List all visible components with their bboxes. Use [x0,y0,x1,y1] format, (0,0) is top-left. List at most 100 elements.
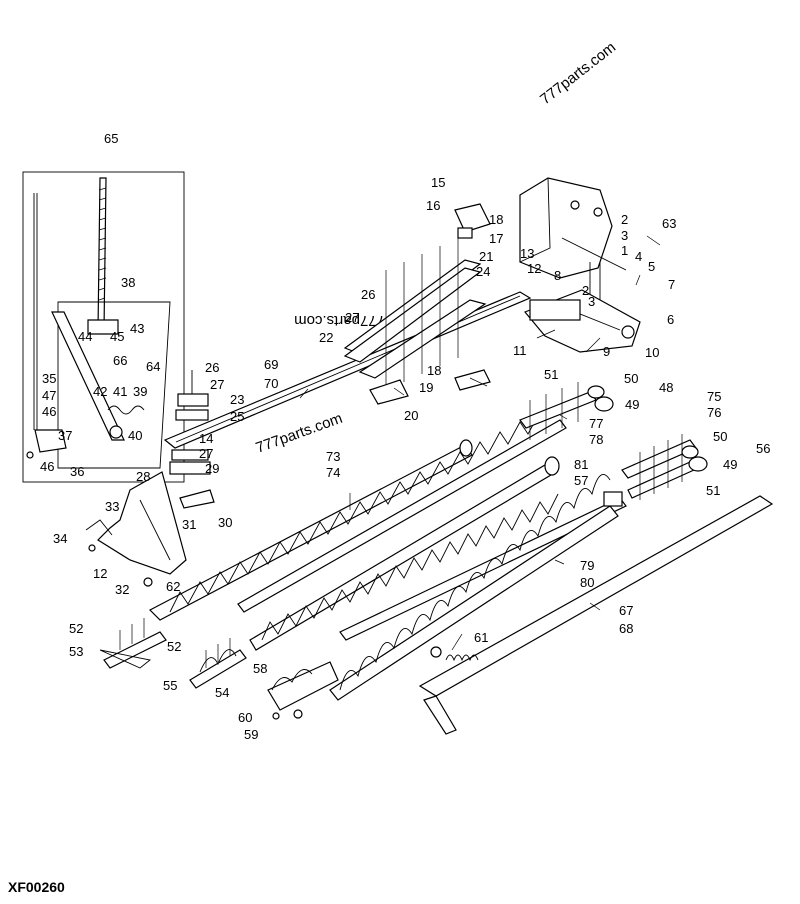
label-25: 25 [230,409,244,424]
label-37: 37 [58,428,72,443]
watermark-top: 777parts.com [537,39,619,108]
label-27c: 27 [199,446,213,461]
label-47: 47 [42,388,56,403]
label-26a: 26 [361,287,375,302]
label-51b: 51 [706,483,720,498]
label-5: 5 [648,259,655,274]
label-9: 9 [603,344,610,359]
label-74: 74 [326,465,340,480]
label-44: 44 [78,329,92,344]
knife-section-middle [249,456,560,651]
label-73: 73 [326,449,340,464]
label-78: 78 [589,432,603,447]
label-3a: 3 [621,228,628,243]
watermark-mirrored: 777parts.com [294,312,385,329]
label-2a: 2 [621,212,628,227]
label-13: 13 [520,246,534,261]
label-46a: 46 [42,404,56,419]
label-49b: 49 [723,457,737,472]
label-34: 34 [53,531,67,546]
label-76: 76 [707,405,721,420]
label-29: 29 [205,461,219,476]
label-18a: 18 [489,212,503,227]
label-4: 4 [635,249,642,264]
label-50b: 50 [713,429,727,444]
label-45: 45 [110,329,124,344]
label-38: 38 [121,275,135,290]
label-57: 57 [574,473,588,488]
label-6: 6 [667,312,674,327]
label-41: 41 [113,384,127,399]
label-31: 31 [182,517,196,532]
label-27a: 27 [345,310,359,325]
label-39: 39 [133,384,147,399]
label-50a: 50 [624,371,638,386]
label-8: 8 [554,268,561,283]
label-62: 62 [166,579,180,594]
label-32: 32 [115,582,129,597]
label-64: 64 [146,359,160,374]
label-54: 54 [215,685,229,700]
label-66: 66 [113,353,127,368]
label-22: 22 [319,330,333,345]
label-52b: 52 [167,639,181,654]
label-33: 33 [105,499,119,514]
end-shoe [85,471,187,587]
label-58: 58 [253,661,267,676]
label-68: 68 [619,621,633,636]
guard-plate [524,289,641,353]
end-guard [267,661,339,720]
label-49a: 49 [625,397,639,412]
label-10: 10 [645,345,659,360]
label-18b: 18 [427,363,441,378]
label-40: 40 [128,428,142,443]
label-81: 81 [574,457,588,472]
label-77: 77 [589,416,603,431]
label-61: 61 [474,630,488,645]
label-35: 35 [42,371,56,386]
label-80: 80 [580,575,594,590]
label-27b: 27 [210,377,224,392]
label-52a: 52 [69,621,83,636]
label-3b: 3 [588,294,595,309]
label-51a: 51 [544,367,558,382]
label-63: 63 [662,216,676,231]
label-20: 20 [404,408,418,423]
label-56: 56 [756,441,770,456]
clip-stack-left [169,370,215,509]
label-21: 21 [479,249,493,264]
label-46b: 46 [40,459,54,474]
label-70: 70 [264,376,278,391]
flat-bar-middle [237,419,627,641]
bracket-assembly [519,177,627,300]
guard-cluster-left [99,618,247,689]
label-12a: 12 [527,261,541,276]
label-75: 75 [707,389,721,404]
inset-lever-assembly [22,171,185,483]
label-53: 53 [69,644,83,659]
label-65: 65 [104,131,118,146]
guard-stack-right [519,382,708,500]
label-12b: 12 [93,566,107,581]
label-11: 11 [513,343,527,358]
label-55: 55 [163,678,177,693]
label-23: 23 [230,392,244,407]
label-67: 67 [619,603,633,618]
label-14: 14 [199,431,213,446]
label-28: 28 [136,469,150,484]
clip-stack [343,203,491,405]
label-79: 79 [580,558,594,573]
angle-bar [418,495,774,735]
label-59: 59 [244,727,258,742]
label-36: 36 [70,464,84,479]
spring-part [430,646,479,662]
label-43: 43 [130,321,144,336]
label-24: 24 [476,264,490,279]
label-17: 17 [489,231,503,246]
label-48: 48 [659,380,673,395]
label-2b: 2 [582,283,589,298]
label-7: 7 [668,277,675,292]
knife-section-lower [329,474,623,701]
label-15: 15 [431,175,445,190]
